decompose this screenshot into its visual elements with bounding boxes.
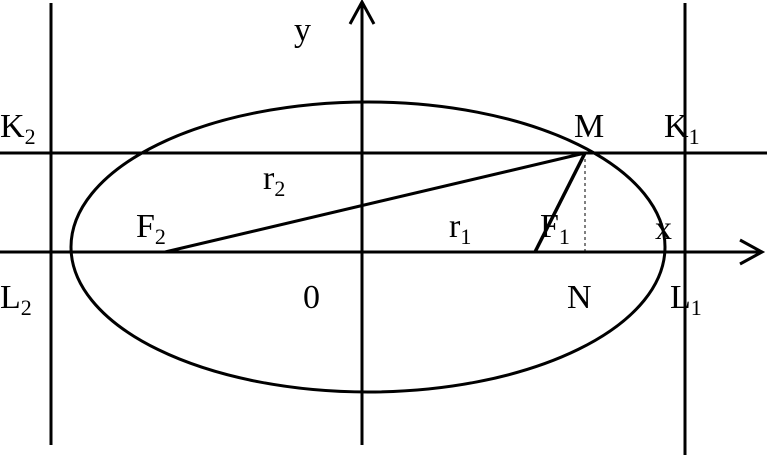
point-m-label: M bbox=[574, 108, 604, 145]
k1-label: K1 bbox=[664, 108, 700, 149]
l1-label: L1 bbox=[670, 279, 702, 320]
r1-label: r1 bbox=[449, 208, 471, 249]
f2-label: F2 bbox=[136, 208, 166, 249]
focal-radius-r1 bbox=[533, 152, 587, 253]
x-axis-label: x bbox=[655, 210, 672, 247]
r2-label: r2 bbox=[263, 160, 285, 201]
point-n-label: N bbox=[567, 279, 592, 316]
l2-label: L2 bbox=[0, 279, 32, 320]
origin-label: 0 bbox=[303, 279, 320, 316]
y-axis-label: y bbox=[294, 12, 311, 49]
y-axis-arrowhead bbox=[348, 0, 376, 25]
x-axis-arrowhead bbox=[739, 238, 766, 266]
k2-label: K2 bbox=[0, 108, 36, 149]
ellipse bbox=[69, 100, 667, 394]
focal-radius-r2 bbox=[164, 151, 586, 254]
f1-label: F1 bbox=[540, 208, 570, 249]
